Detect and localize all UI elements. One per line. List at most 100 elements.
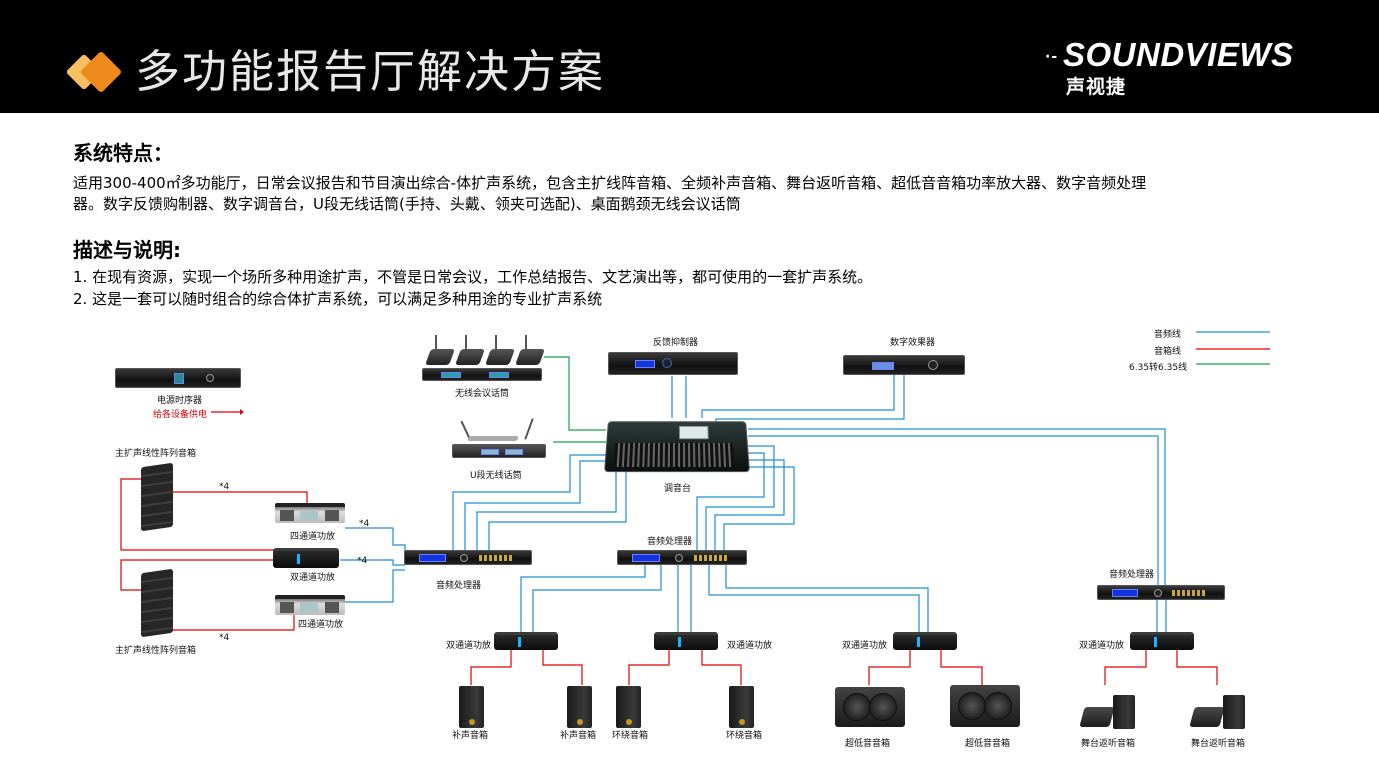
legend-label-635: 6.35转6.35线 — [1129, 363, 1188, 373]
four-channel-amp-bottom-label: 四通道功放 — [298, 620, 344, 630]
wire-effects-2 — [715, 375, 905, 423]
four-channel-amp-top-label: 四通道功放 — [290, 532, 336, 542]
wire-mixer-proc-right-2 — [748, 435, 1159, 585]
wireless-conference-mic-device — [420, 335, 545, 383]
brand-name: SOUNDVIEWS — [1063, 36, 1294, 73]
fill-speaker-left — [459, 686, 484, 728]
main-array-bottom-speaker — [141, 568, 173, 638]
wire-mixer-proc-center-1 — [696, 452, 765, 550]
processor-left-device — [404, 550, 532, 565]
stage-monitor-left-label: 舞台返听音箱 — [1081, 739, 1136, 749]
amp-monitor-label: 双通道功放 — [1079, 641, 1125, 651]
qty-label: *4 — [359, 519, 370, 529]
wire-mixer-proc-center-2 — [705, 445, 775, 550]
amp-monitor-device — [1130, 632, 1194, 650]
two-channel-amp-left-label: 双通道功放 — [290, 573, 336, 583]
four-channel-amp-bottom-device — [275, 595, 345, 615]
wire-sub-right — [940, 650, 983, 685]
power-note-label: 给各设备供电 — [153, 410, 208, 420]
main-array-bottom-label: 主扩声线性阵列音箱 — [115, 646, 197, 656]
amp-surround-label: 双通道功放 — [727, 641, 773, 651]
wire-mixer-proc-left-2 — [464, 460, 606, 555]
power-arrow-head — [240, 409, 244, 415]
wire-sub-left — [868, 650, 911, 685]
two-channel-amp-left-device — [273, 548, 339, 568]
features-heading: 系统特点： — [73, 141, 173, 165]
qty-label: *4 — [219, 482, 230, 492]
stage-monitor-left — [1079, 695, 1136, 729]
amp-fill-label: 双通道功放 — [446, 641, 492, 651]
power-sequencer-device — [115, 368, 241, 388]
wire-mixer-proc-right-1 — [748, 428, 1166, 585]
wire-proc-fill-2 — [532, 565, 662, 633]
fill-speaker-right-label: 补声音箱 — [560, 731, 597, 741]
main-array-top-speaker — [141, 462, 173, 532]
amp-surround-device — [654, 632, 718, 650]
fill-speaker-left-label: 补声音箱 — [452, 731, 489, 741]
amp-sub-device — [893, 632, 957, 650]
wire-proc-fill-1 — [520, 565, 646, 633]
uhf-wireless-mic-device — [450, 418, 546, 460]
wire-proc-amp4top — [345, 527, 406, 551]
page-title: 多功能报告厅解决方案 — [135, 45, 606, 98]
processor-center-label: 音频处理器 — [647, 537, 693, 547]
header-bar: 多功能报告厅解决方案 ·- SOUNDVIEWS 声视捷 — [0, 0, 1379, 113]
description-item-2: 2. 这是一套可以随时组合的综合体扩声系统，可以满足多种用途的专业扩声系统 — [73, 290, 603, 308]
brand-logo: ·- SOUNDVIEWS 声视捷 — [1045, 36, 1305, 98]
wire-fill-left — [470, 650, 512, 685]
wire-mixer-proc-left-3 — [476, 468, 617, 555]
wire-fill-right — [542, 650, 583, 685]
processor-center-device — [617, 550, 747, 565]
wire-conference-mic-mixer — [544, 356, 606, 431]
wire-mixer-proc-center-3 — [714, 459, 785, 550]
wire-surround-right — [701, 650, 742, 685]
wireless-conference-mic-label: 无线会议话筒 — [455, 389, 510, 399]
digital-effects-device — [843, 355, 965, 375]
sub-speaker-right — [950, 685, 1020, 727]
sub-speaker-right-label: 超低音音箱 — [965, 739, 1011, 749]
surround-speaker-right-label: 环绕音箱 — [726, 731, 763, 741]
feedback-suppressor-label: 反馈抑制器 — [653, 338, 699, 348]
brand-chinese-name: 声视捷 — [1066, 76, 1127, 98]
power-sequencer-label: 电源时序器 — [157, 396, 203, 406]
features-line-1: 适用300-400㎡多功能厅，日常会议报告和节目演出综合-体扩声系统，包含主扩线… — [73, 174, 1147, 192]
wire-amp2-array-top — [120, 478, 278, 551]
wire-mixer-proc-center-4 — [723, 466, 795, 550]
wire-amp2-array-bottom — [120, 559, 278, 591]
digital-effects-label: 数字效果器 — [890, 338, 936, 348]
description-heading: 描述与说明: — [73, 238, 181, 262]
surround-speaker-left — [616, 686, 641, 728]
brand-dots: ·- — [1045, 49, 1059, 65]
legend-label-audio: 音频线 — [1154, 330, 1182, 340]
processor-left-label: 音频处理器 — [436, 581, 482, 591]
surround-speaker-left-label: 环绕音箱 — [612, 731, 649, 741]
wire-monitor-left — [1104, 650, 1147, 685]
wire-amp4bottom-array-bottom — [172, 610, 295, 631]
qty-label: *4 — [219, 633, 230, 643]
sub-speaker-left-label: 超低音音箱 — [845, 739, 891, 749]
fill-speaker-right — [567, 686, 592, 728]
feedback-suppressor-device — [608, 352, 738, 375]
features-line-2: 器。数字反馈购制器、数字调音台，U段无线话筒(手持、头戴、领夹可选配)、桌面鹅颈… — [73, 195, 741, 213]
wire-surround-left — [628, 650, 670, 685]
mixer-device — [604, 421, 750, 473]
qty-label: *4 — [357, 556, 368, 566]
sub-speaker-left — [835, 687, 905, 727]
wire-effects-1 — [701, 375, 895, 418]
processor-right-device — [1097, 585, 1225, 600]
four-channel-amp-top-device — [275, 503, 345, 523]
main-array-top-label: 主扩声线性阵列音箱 — [115, 449, 197, 459]
wire-monitor-right — [1176, 650, 1218, 685]
wire-mixer-proc-left-4 — [488, 468, 627, 555]
wire-proc-amp4bottom — [343, 569, 405, 603]
wire-proc-sub-1 — [708, 565, 920, 633]
amp-sub-label: 双通道功放 — [842, 641, 888, 651]
system-diagram: 音频线 音箱线 6.35转6.35线 电源时序器 给各设备供电 无线会议话筒 U… — [0, 315, 1379, 775]
processor-right-label: 音频处理器 — [1109, 570, 1155, 580]
surround-speaker-right — [729, 686, 754, 728]
stage-monitor-right — [1189, 695, 1246, 729]
legend-label-speaker: 音箱线 — [1154, 347, 1182, 357]
mixer-label: 调音台 — [664, 484, 692, 494]
description-item-1: 1. 在现有资源，实现一个场所多种用途扩声，不管是日常会议，工作总结报告、文艺演… — [73, 268, 873, 286]
amp-fill-device — [494, 632, 558, 650]
